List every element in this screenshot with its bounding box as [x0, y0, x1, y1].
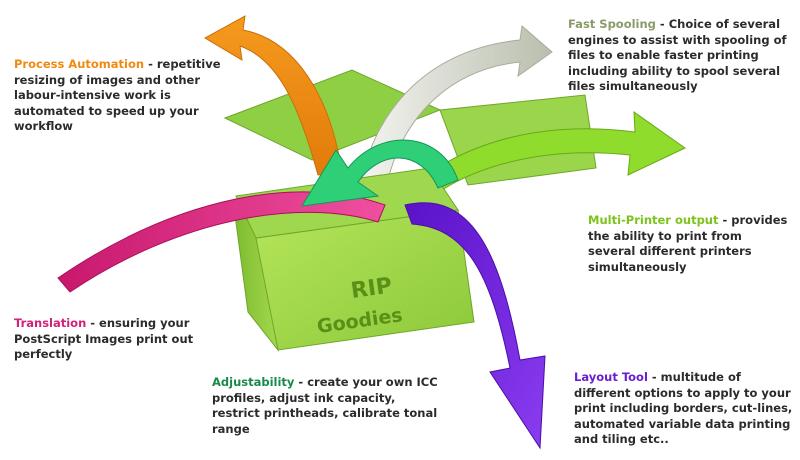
translation-text: - ensuring your PostScript Images print …: [14, 316, 194, 361]
purple-arrow: [404, 202, 546, 450]
pink-arrow: [57, 191, 386, 293]
callout-adjustability: Adjustability - create your own ICC prof…: [212, 375, 442, 437]
callout-layout-tool: Layout Tool - multitude of different opt…: [574, 370, 796, 448]
adjustability-text: - create your own ICC profiles, adjust i…: [212, 375, 438, 436]
layout-tool-heading: Layout Tool: [574, 370, 648, 384]
process-automation-heading: Process Automation: [14, 57, 145, 71]
fast-spooling-text: - Choice of several engines to assist wi…: [568, 17, 787, 93]
callout-fast-spooling: Fast Spooling - Choice of several engine…: [568, 17, 793, 95]
fast-spooling-heading: Fast Spooling: [568, 17, 656, 31]
callout-process-automation: Process Automation - repetitive resizing…: [14, 57, 224, 135]
process-automation-text: - repetitive resizing of images and othe…: [14, 57, 221, 133]
translation-heading: Translation: [14, 316, 87, 330]
multi-printer-heading: Multi-Printer output: [588, 213, 719, 227]
callout-translation: Translation - ensuring your PostScript I…: [14, 316, 224, 363]
orange-arrow: [203, 15, 343, 176]
green-arrow: [394, 110, 686, 215]
adjustability-heading: Adjustability: [212, 375, 295, 389]
callout-multi-printer: Multi-Printer output - provides the abil…: [588, 213, 788, 275]
multi-printer-text: - provides the ability to print from sev…: [588, 213, 788, 274]
layout-tool-text: - multitude of different options to appl…: [574, 370, 793, 446]
teal-arrow: [301, 139, 459, 207]
box-label-line1: RIP: [349, 273, 393, 303]
